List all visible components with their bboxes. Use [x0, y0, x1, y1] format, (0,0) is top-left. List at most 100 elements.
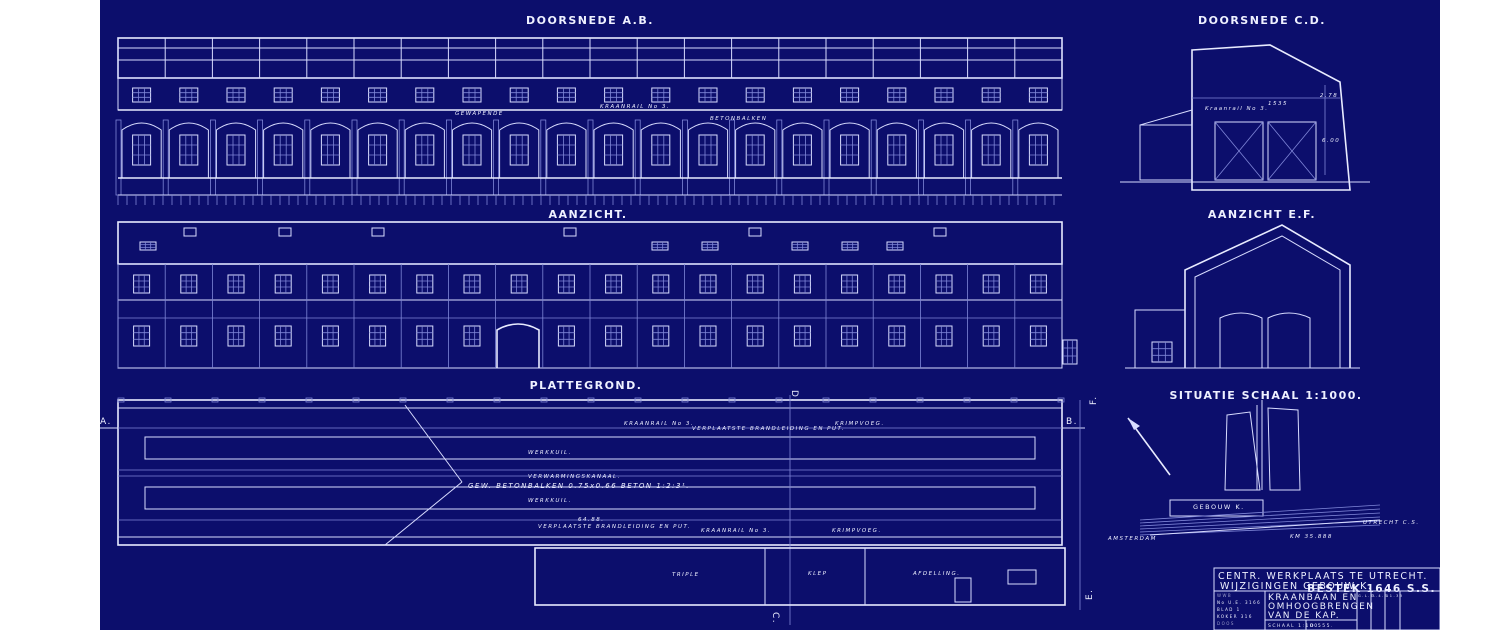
window: [745, 87, 765, 103]
label-cd-height-main: 6.00: [1322, 138, 1340, 144]
window: [982, 274, 1000, 294]
label-reinforced: GEWAPENDE: [455, 111, 504, 117]
label-cd-crane-rail: Kraanrail No 3.: [1205, 106, 1269, 112]
window: [133, 325, 151, 347]
column: [918, 119, 924, 196]
arch: [923, 122, 965, 178]
column-marker: [822, 397, 830, 403]
window: [934, 87, 954, 103]
vent: [748, 227, 762, 237]
window: [652, 325, 670, 347]
label-level: 64.88.: [578, 517, 605, 523]
window: [415, 134, 435, 166]
column: [445, 119, 452, 196]
title-desc-1: KRAANBAAN EN: [1268, 593, 1358, 603]
column-marker: [916, 397, 924, 403]
window: [227, 325, 245, 347]
column: [823, 119, 830, 196]
window: [1151, 341, 1173, 363]
window: [321, 274, 339, 294]
arch: [782, 122, 823, 178]
window: [651, 241, 669, 251]
label-fire-pipe-top: VERPLAATSTE BRANDLEIDING EN PUT.: [692, 426, 845, 432]
window: [792, 134, 812, 166]
window: [698, 87, 718, 103]
window: [840, 134, 860, 166]
mark-a: A.: [100, 417, 112, 427]
window: [1029, 274, 1047, 294]
column: [304, 119, 311, 196]
window: [1028, 87, 1048, 103]
window: [793, 274, 811, 294]
window: [180, 274, 198, 294]
site-plan-drawing: [1127, 400, 1381, 536]
column-marker: [634, 397, 642, 403]
column-marker: [728, 397, 736, 403]
side-wing: [1134, 309, 1186, 369]
label-cd-span: 1535: [1268, 101, 1288, 107]
window: [605, 325, 623, 347]
column-marker: [493, 397, 501, 403]
title-desc-3: VAN DE KAP.: [1268, 611, 1340, 621]
window: [179, 87, 199, 103]
column-marker: [399, 397, 407, 403]
arch: [971, 122, 1012, 178]
window: [651, 134, 671, 166]
window: [746, 274, 764, 294]
window: [651, 87, 671, 103]
pit-2: [144, 486, 1036, 510]
window: [274, 274, 292, 294]
section-ab-drawing: [115, 37, 1063, 205]
label-crane-rail-ab: KRAANRAIL No 3.: [600, 104, 670, 110]
column: [209, 119, 216, 196]
window: [699, 274, 717, 294]
building-k: [1169, 499, 1264, 517]
column: [115, 119, 122, 196]
column: [398, 119, 405, 196]
window: [887, 134, 907, 166]
column-marker: [587, 397, 595, 403]
window: [841, 241, 859, 251]
vent: [278, 227, 292, 237]
lean-to: [1139, 124, 1193, 181]
label-shrink-joint-bottom: KRIMPVOEG.: [832, 528, 882, 534]
window: [320, 87, 340, 103]
window: [792, 87, 812, 103]
label-shrink-joint-top: KRIMPVOEG.: [835, 421, 885, 427]
drawing-line: [1267, 121, 1317, 181]
mark-d: D.: [789, 390, 799, 403]
annex-outline: [534, 547, 1066, 606]
window: [1062, 339, 1078, 365]
window: [652, 274, 670, 294]
mark-f: F.: [1089, 395, 1099, 405]
window: [888, 274, 906, 294]
window: [139, 241, 157, 251]
column: [351, 119, 358, 196]
meta-2: No U.E. 3166: [1217, 600, 1261, 605]
sig-1: G.L.T.: [1358, 594, 1377, 598]
column-marker: [117, 397, 125, 403]
column-marker: [869, 397, 877, 403]
column: [493, 119, 500, 196]
window: [841, 325, 859, 347]
arch: [687, 122, 729, 178]
stairs: [1007, 569, 1037, 585]
title-scale: SCHAAL 1:100.: [1268, 623, 1322, 629]
floor-plan-title: PLATTEGROND.: [530, 379, 643, 392]
drawing-line: [1139, 512, 1381, 527]
vent: [183, 227, 197, 237]
window: [1029, 325, 1047, 347]
large-door: [496, 323, 540, 368]
window: [934, 134, 954, 166]
window: [416, 274, 434, 294]
window: [557, 325, 575, 347]
window: [840, 87, 860, 103]
window: [463, 325, 481, 347]
bestek-number: BESTEK 1646 S.S.: [1307, 583, 1436, 595]
drawing-line: [1149, 519, 1381, 536]
window: [604, 134, 624, 166]
section-cd-title: DOORSNEDE C.D.: [1198, 14, 1326, 27]
window: [369, 325, 387, 347]
arch: [876, 122, 917, 178]
window: [179, 134, 199, 166]
